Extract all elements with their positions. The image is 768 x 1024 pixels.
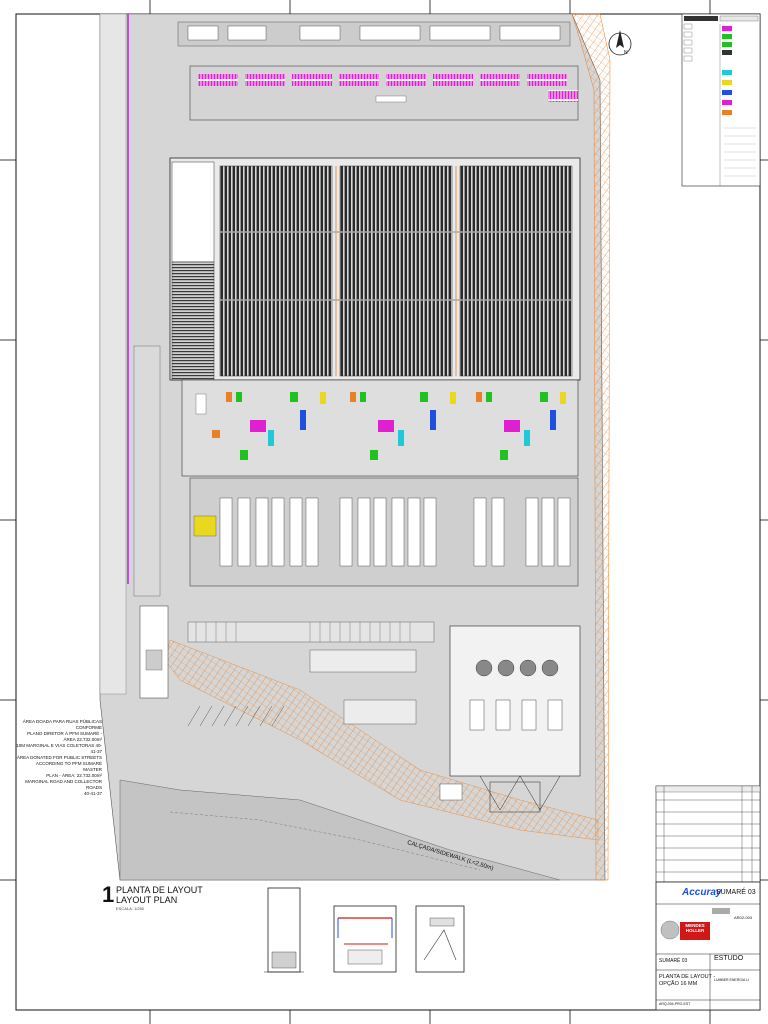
area-note-line: 10M MARGINAL E VIAS COLETORAS 40-41-37 [16,743,102,754]
plan-scale: ESCALA: 1/250 [116,906,145,911]
drawing-code: ARQ-004-PRO-EST [659,1002,691,1006]
north-arrow [608,30,632,56]
process-zone [181,379,579,477]
title-block: Accuray SUMARÉ 03 AR02-003 MENDES HOLLER… [656,882,760,1010]
plan-title-pt: PLANTA DE LAYOUT [116,885,203,895]
title-block-frame [655,881,761,1011]
legend-panel [681,13,761,187]
section-detail-3 [415,905,465,973]
brand-logo: Accuray [682,887,722,898]
plan-title-group: 1 PLANTA DE LAYOUT LAYOUT PLAN ESCALA: 1… [102,884,212,912]
area-donation-note: ÁREA DOADA PARA RUAS PÚBLICAS CONFORME P… [16,719,102,797]
area-note-line: ÁREA DOADA PARA RUAS PÚBLICAS CONFORME [22,719,102,730]
project-name: SUMARÉ 03 [716,889,756,896]
status: ESTUDO [714,955,744,962]
plan-number: 1 [102,882,115,907]
revision-code: AR02-003 [734,915,753,920]
area-note-line: MARGINAL ROAD AND COLLECTOR ROADS [25,779,102,790]
section-detail-2 [333,905,397,973]
lower-parking [187,621,435,727]
rack-block-3 [459,165,573,377]
plan-title-en: LAYOUT PLAN [116,895,178,905]
area-note-line: PLANO DIRETOR À PFM SUMARÉ - [27,731,102,736]
area-note-line: PLAN - ÁREA: 22.732.00m² [46,773,102,778]
top-parking-area [177,21,579,121]
magenta-parking-rows [198,74,578,102]
area-note-line: ÁREA 22.732.00m² [63,737,102,742]
rack-block-2 [339,165,453,377]
sheet-project: SUMARÉ 03 [659,958,688,964]
area-note-line: ACCORDING TO PFM SUMARÉ MASTER [35,761,102,772]
drawing-title-1: PLANTA DE LAYOUT - [659,974,716,980]
rack-block-1 [219,165,333,377]
drawing-title-2: OPÇÃO 16 MM [659,981,698,987]
warehouse-building [169,157,581,381]
revision-table [655,785,761,883]
north-letter: N [624,50,628,56]
area-note-line: 40-41-37 [83,791,102,796]
section-detail-1 [264,887,304,973]
company-logo: MENDES HOLLER [685,923,705,933]
colored-stations [195,392,566,460]
gatehouse [133,345,169,699]
area-note-line: ÁREA DONATED FOR PUBLIC STREETS [16,755,102,760]
utility-plant [439,625,581,813]
client-name: LUMBER ENERGIA LI [714,978,750,982]
truck-dock-area [189,477,579,587]
